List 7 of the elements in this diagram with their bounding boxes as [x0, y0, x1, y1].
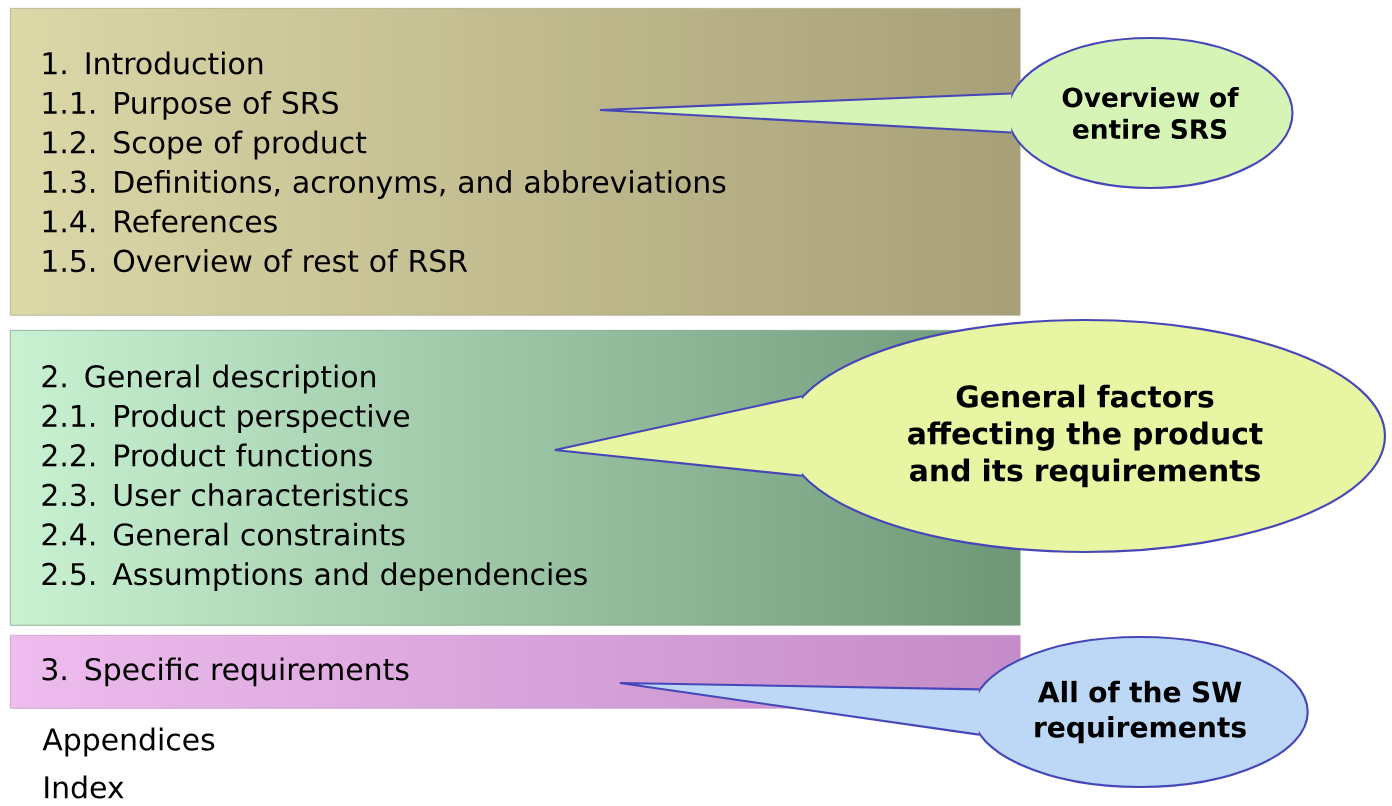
callout-bubble: General factors affecting the product and its requirements	[555, 318, 1386, 554]
section-band: 1. Introduction 1.1. Purpose of SRS 1.2. Scope of product 1.3. Definitions, acronyms, and abbreviations 1.4. References 1.5. Overview of rest of RSR	[10, 8, 1021, 316]
callout-tail	[553, 395, 803, 477]
appendix-label: Index	[45, 775, 124, 799]
callout-tail	[598, 92, 1013, 134]
callout-tail	[618, 681, 980, 736]
callout-bubble: All of the SW requirements	[620, 635, 1309, 789]
